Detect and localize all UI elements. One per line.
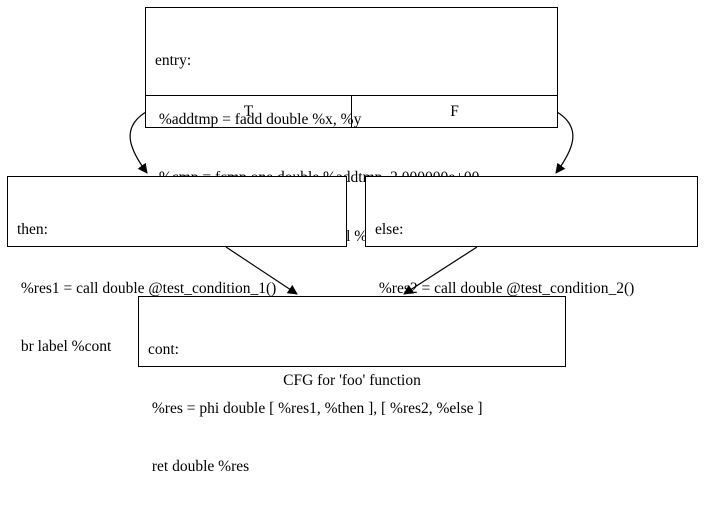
cont-line: %res = phi double [ %res1, %then ], [ %r… xyxy=(148,399,483,417)
entry-line: %addtmp = fadd double %x, %y xyxy=(155,110,362,128)
entry-line: entry: xyxy=(155,52,192,69)
graph-title: CFG for 'foo' function xyxy=(283,372,421,389)
else-line: else: xyxy=(375,221,404,238)
cont-line: cont: xyxy=(148,341,179,358)
cont-block-code: cont: %res = phi double [ %res1, %then ]… xyxy=(139,297,565,516)
then-block-code: then: %res1 = call double @test_conditio… xyxy=(8,177,346,396)
then-line: %res1 = call double @test_condition_1() xyxy=(17,279,277,297)
then-line: br label %cont xyxy=(17,338,112,355)
cont-line: ret double %res xyxy=(148,458,250,475)
cont-block: cont: %res = phi double [ %res1, %then ]… xyxy=(138,296,566,475)
else-line: %res2 = call double @test_condition_2() xyxy=(375,279,635,297)
then-line: then: xyxy=(17,221,48,238)
entry-block: entry: %addtmp = fadd double %x, %y %cmp… xyxy=(145,7,558,245)
port-true: T xyxy=(243,102,254,120)
then-block: then: %res1 = call double @test_conditio… xyxy=(7,176,347,355)
entry-ports: T F xyxy=(146,95,557,127)
else-block: else: %res2 = call double @test_conditio… xyxy=(365,176,698,355)
port-false: F xyxy=(351,96,557,127)
edge-entry-f-to-else xyxy=(555,111,574,174)
